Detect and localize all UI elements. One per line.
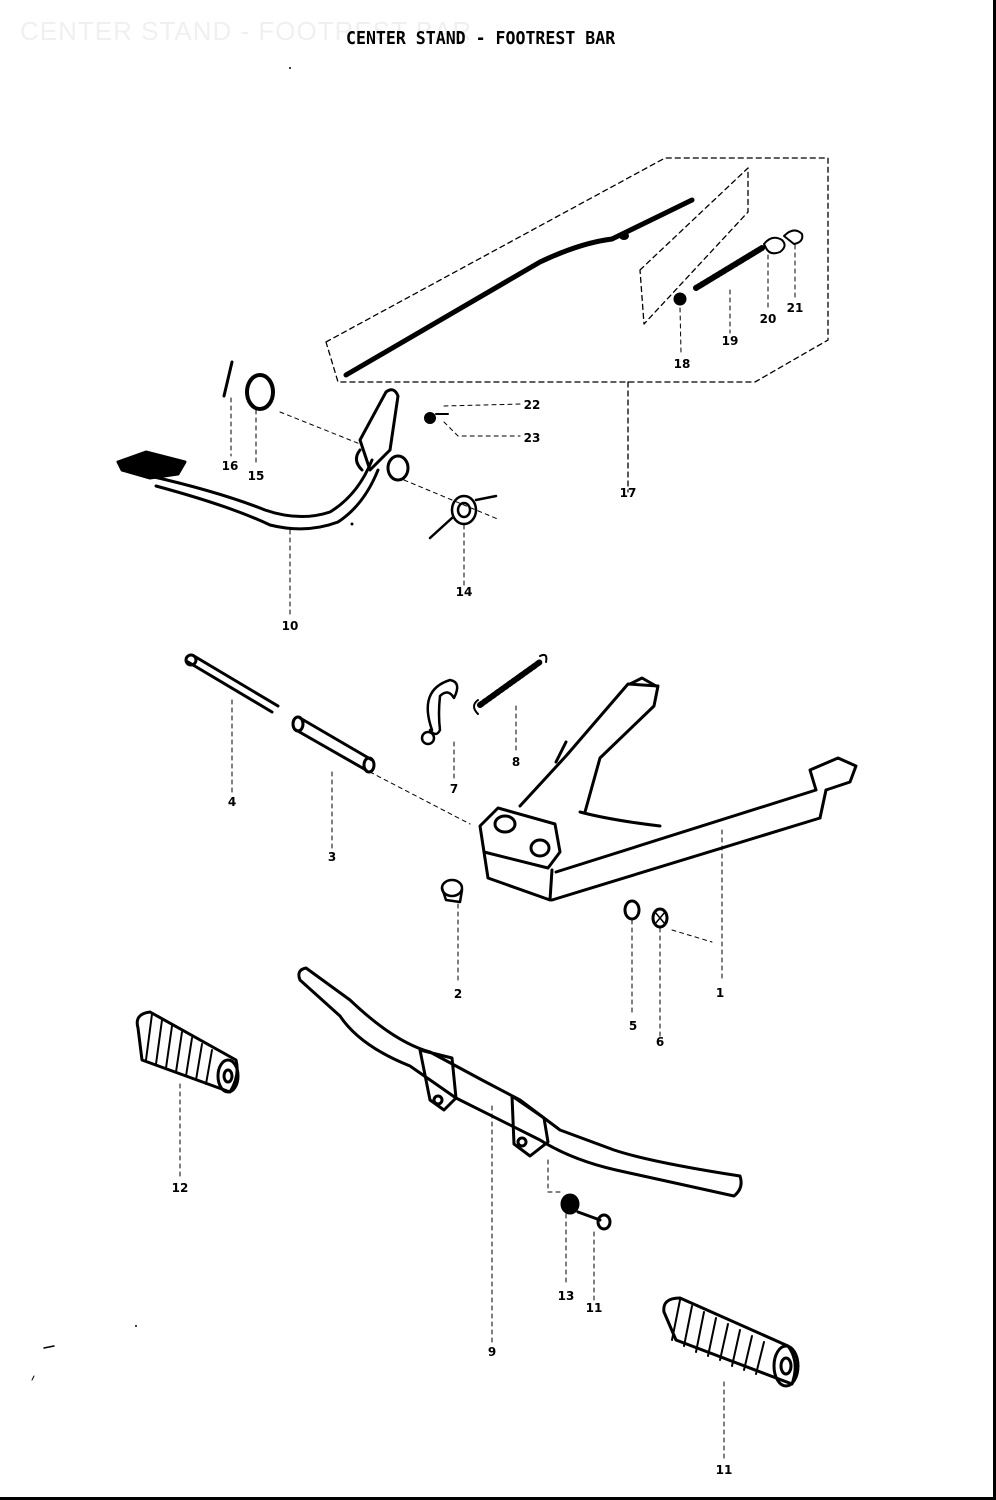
callout-10-pedal: 10 — [282, 619, 299, 633]
callout-15: 15 — [248, 469, 265, 483]
callout-17: 17 — [620, 486, 637, 500]
stand-leaders — [231, 699, 723, 1037]
callout-22: 22 — [524, 398, 541, 412]
brake-pedal-10 — [116, 388, 410, 531]
diagram-title: CENTER STAND - FOOTREST BAR — [346, 28, 616, 49]
callout-14: 14 — [456, 585, 473, 599]
callout-11-rubber: 11 — [716, 1463, 733, 1477]
callout-19: 19 — [722, 334, 739, 348]
cotter-pin-16 — [222, 360, 234, 398]
callout-3: 3 — [328, 850, 336, 864]
washer-bolt-10 — [576, 1210, 612, 1231]
footrest-leaders — [179, 1083, 725, 1461]
callout-9: 9 — [488, 1345, 496, 1359]
watermark-text: CENTER STAND - FOOTREST BAR — [20, 16, 473, 46]
callout-4: 4 — [228, 795, 236, 809]
footrest-bar-9 — [297, 966, 743, 1198]
callout-12: 12 — [172, 1181, 189, 1195]
washer-18 — [673, 292, 687, 306]
callout-20: 20 — [760, 312, 777, 326]
callout-7: 7 — [450, 782, 458, 796]
callout-21: 21 — [787, 301, 804, 315]
linkage-rod — [343, 197, 695, 378]
footrest-rubber-11 — [662, 1296, 800, 1388]
callout-labels: 1 2 3 4 5 6 7 8 9 10 11 11 12 13 14 15 1… — [172, 301, 804, 1477]
callout-5: 5 — [629, 1019, 637, 1033]
callout-23: 23 — [524, 431, 541, 445]
linkage-assembly-outline — [325, 157, 829, 493]
stand-spring-8-hooks — [473, 653, 548, 715]
pivot-bolt-4 — [184, 653, 280, 714]
stand-stopper-7 — [420, 678, 459, 746]
pedal-spring-14 — [428, 494, 498, 540]
stand-stopper-rubber-2 — [440, 878, 464, 904]
callout-6: 6 — [656, 1035, 664, 1049]
center-stand-1 — [478, 676, 858, 902]
pivot-pipe-3 — [291, 715, 376, 774]
clip-20-21 — [763, 229, 804, 255]
callout-8: 8 — [512, 755, 520, 769]
callout-2: 2 — [454, 987, 462, 1001]
callout-16: 16 — [222, 459, 239, 473]
washer-15 — [245, 373, 275, 411]
small-spring-19 — [693, 245, 765, 291]
callout-13: 13 — [558, 1289, 575, 1303]
stand-spring-8 — [477, 659, 543, 708]
bolt-13 — [560, 1193, 580, 1215]
footrest-rubber-12 — [135, 1010, 240, 1094]
linkage-leaders — [679, 244, 796, 353]
nut-22-23 — [424, 412, 449, 424]
pedal-leaders — [230, 397, 523, 615]
callout-18: 18 — [674, 357, 691, 371]
washer-5 — [623, 899, 641, 921]
callout-1: 1 — [716, 986, 724, 1000]
nut-6 — [651, 907, 669, 929]
callout-11-bolt: 11 — [586, 1301, 603, 1315]
